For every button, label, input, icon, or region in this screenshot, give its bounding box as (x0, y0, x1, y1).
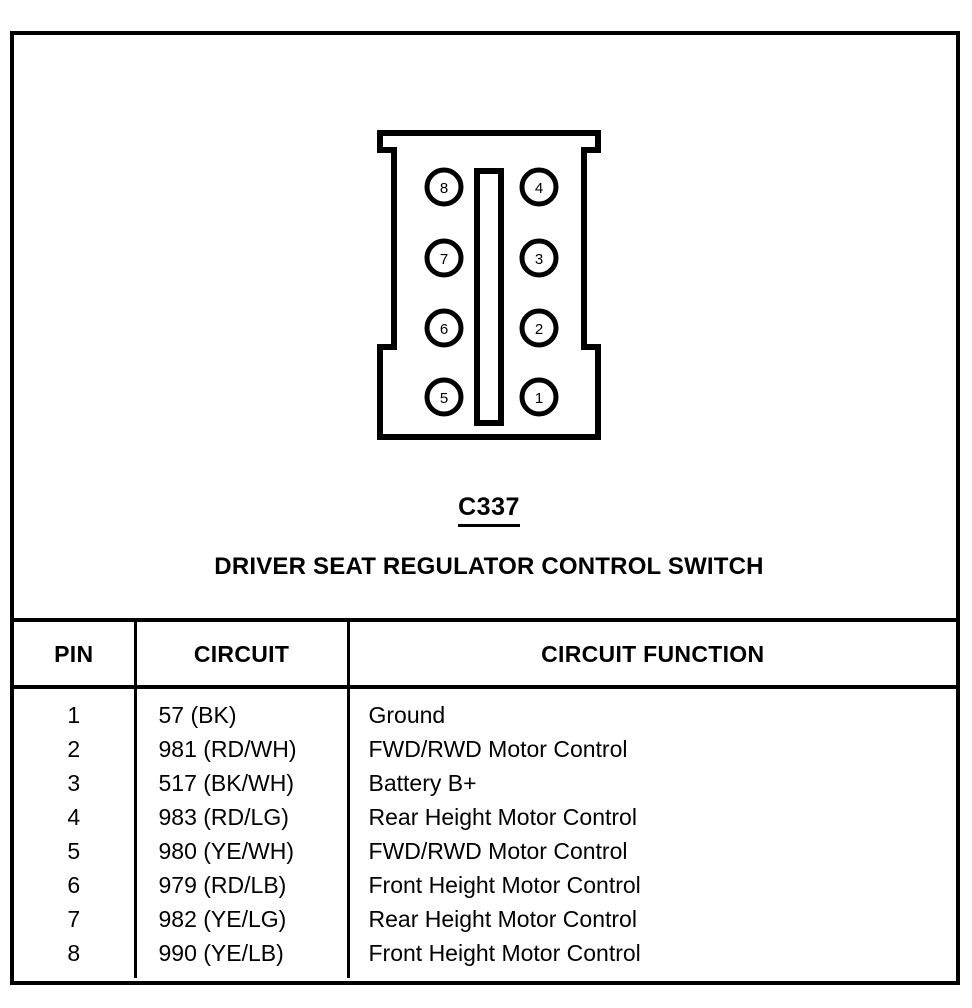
table-row: 5 980 (YE/WH) FWD/RWD Motor Control (14, 834, 956, 868)
cell-function: Rear Height Motor Control (368, 803, 637, 830)
cell-circuit: 981 (RD/WH) (135, 732, 350, 766)
pin-number-1: 1 (535, 390, 543, 407)
pin-cavity-8[interactable] (424, 167, 464, 207)
cell-function: FWD/RWD Motor Control (368, 837, 628, 864)
pin-cavity-6[interactable] (424, 308, 464, 348)
pin-number-3: 3 (535, 251, 543, 268)
cell-function: Battery B+ (368, 769, 477, 796)
table-header-row: PIN CIRCUIT CIRCUIT FUNCTION (14, 622, 956, 689)
table-row: 2 981 (RD/WH) FWD/RWD Motor Control (14, 732, 956, 766)
connector-face-view: 8 7 6 5 4 3 2 1 (377, 130, 601, 440)
cell-function: Front Height Motor Control (368, 871, 641, 898)
pin-assignment-table: PIN CIRCUIT CIRCUIT FUNCTION 1 57 (BK) G… (14, 618, 956, 978)
cell-pin: 4 (14, 800, 137, 834)
cell-function: Front Height Motor Control (368, 939, 641, 966)
pin-number-2: 2 (535, 321, 543, 338)
pin-cavity-group-left (424, 167, 464, 417)
pin-number-8: 8 (440, 180, 448, 197)
table-row: 3 517 (BK/WH) Battery B+ (14, 766, 956, 800)
pin-cavity-7[interactable] (424, 238, 464, 278)
cell-circuit: 57 (BK) (135, 687, 350, 732)
cell-circuit: 517 (BK/WH) (135, 766, 350, 800)
cell-pin: 3 (14, 766, 137, 800)
table-row: 7 982 (YE/LG) Rear Height Motor Control (14, 902, 956, 936)
pin-number-4: 4 (535, 180, 543, 197)
cell-pin: 5 (14, 834, 137, 868)
cell-pin: 7 (14, 902, 137, 936)
cell-pin: 2 (14, 732, 137, 766)
table-header: PIN CIRCUIT CIRCUIT FUNCTION (14, 622, 956, 689)
pin-number-7: 7 (440, 251, 448, 268)
column-header-circuit: CIRCUIT (135, 622, 350, 689)
pin-cavity-2[interactable] (519, 308, 559, 348)
pin-number-6: 6 (440, 321, 448, 338)
cell-function: FWD/RWD Motor Control (368, 735, 628, 762)
table-row: 4 983 (RD/LG) Rear Height Motor Control (14, 800, 956, 834)
connector-id-label: C337 (458, 495, 520, 527)
pin-table: PIN CIRCUIT CIRCUIT FUNCTION 1 57 (BK) G… (14, 622, 956, 978)
page-border-frame: 8 7 6 5 4 3 2 1 C337 DRIVER SEAT REGULAT… (10, 31, 960, 985)
connector-center-keyway (474, 168, 504, 426)
cell-pin: 1 (14, 687, 137, 732)
cell-circuit: 990 (YE/LB) (135, 936, 350, 978)
column-header-function: CIRCUIT FUNCTION (348, 622, 956, 689)
cell-pin: 8 (14, 936, 137, 978)
cell-circuit: 982 (YE/LG) (135, 902, 350, 936)
cell-function: Ground (368, 701, 446, 728)
cell-pin: 6 (14, 868, 137, 902)
connector-title: DRIVER SEAT REGULATOR CONTROL SWITCH (214, 553, 764, 580)
cell-circuit: 979 (RD/LB) (135, 868, 350, 902)
column-header-pin: PIN (14, 622, 137, 689)
pin-cavity-3[interactable] (519, 238, 559, 278)
connector-diagram-area: 8 7 6 5 4 3 2 1 C337 DRIVER SEAT REGULAT… (14, 35, 964, 590)
pin-cavity-5[interactable] (424, 377, 464, 417)
connector-caption-block: C337 DRIVER SEAT REGULATOR CONTROL SWITC… (14, 495, 964, 581)
cell-function: Rear Height Motor Control (368, 905, 637, 932)
table-row: 1 57 (BK) Ground (14, 687, 956, 732)
pin-cavity-group-right (519, 167, 559, 417)
pin-cavity-4[interactable] (519, 167, 559, 207)
pin-number-5: 5 (440, 390, 448, 407)
table-body: 1 57 (BK) Ground 2 981 (RD/WH) FWD/RWD M… (14, 687, 956, 978)
table-row: 6 979 (RD/LB) Front Height Motor Control (14, 868, 956, 902)
cell-circuit: 980 (YE/WH) (135, 834, 350, 868)
pin-cavity-1[interactable] (519, 377, 559, 417)
table-row: 8 990 (YE/LB) Front Height Motor Control (14, 936, 956, 978)
cell-circuit: 983 (RD/LG) (135, 800, 350, 834)
